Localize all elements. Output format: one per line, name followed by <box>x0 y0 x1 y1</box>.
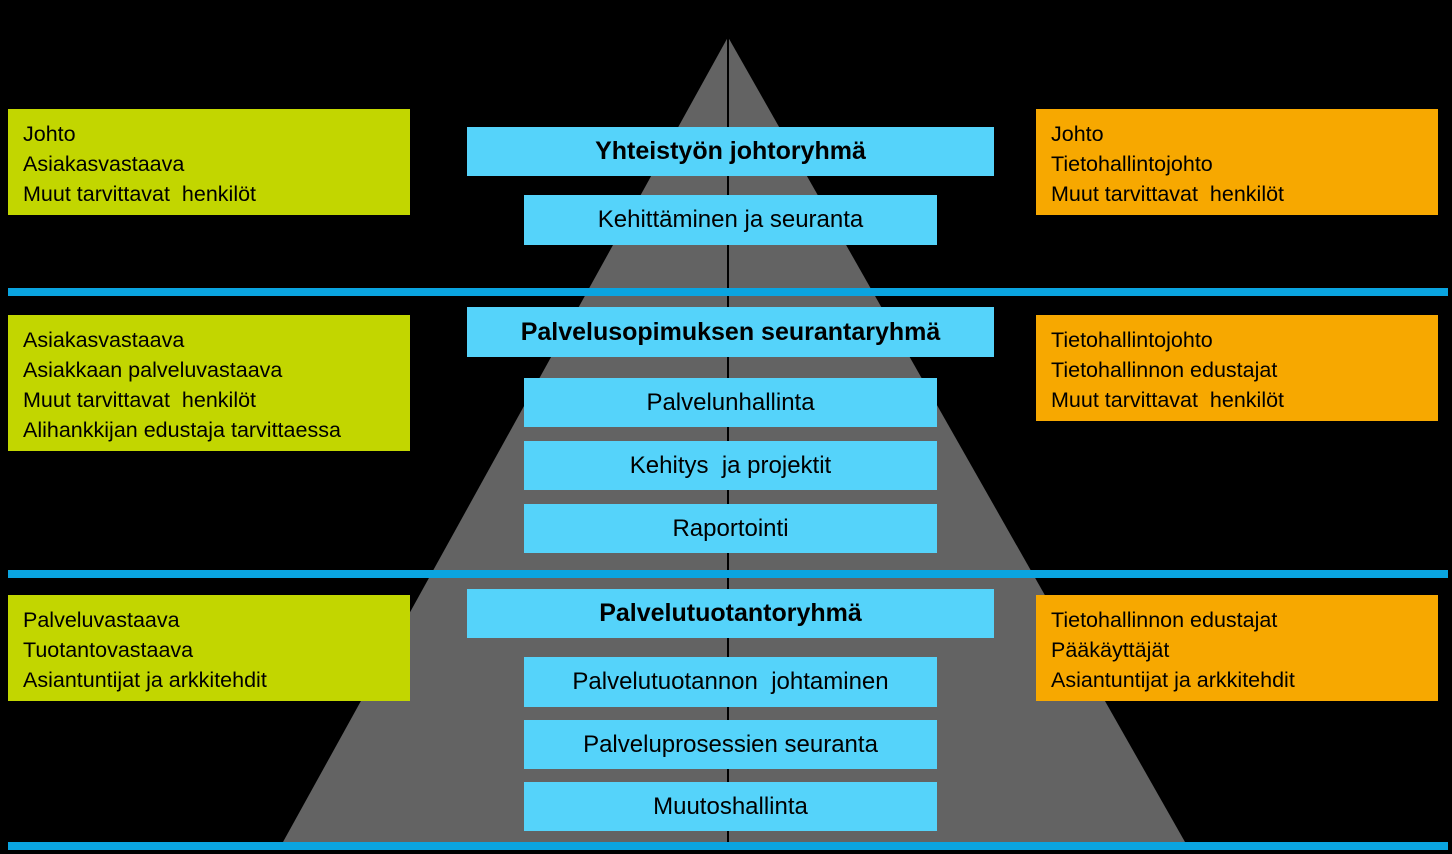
customer-roles-level-2: Asiakasvastaava Asiakkaan palveluvastaav… <box>8 315 410 451</box>
supplier-role: Tietohallinnon edustajat <box>1051 608 1278 632</box>
separator-line-2 <box>8 570 1448 578</box>
supplier-roles-level-1: Johto Tietohallintojohto Muut tarvittava… <box>1036 109 1438 215</box>
customer-role: Muut tarvittavat henkilöt <box>23 388 257 412</box>
customer-roles-level-1: Johto Asiakasvastaava Muut tarvittavat h… <box>8 109 410 215</box>
supplier-role: Tietohallintojohto <box>1051 328 1213 352</box>
activity-box: Palveluprosessien seuranta <box>524 720 937 769</box>
customer-role: Palveluvastaava <box>23 608 180 632</box>
supplier-role: Pääkäyttäjät <box>1051 638 1170 662</box>
pyramid-shape <box>283 37 1185 842</box>
customer-roles-level-3: Palveluvastaava Tuotantovastaava Asiantu… <box>8 595 410 701</box>
customer-role: Asiantuntijat ja arkkitehdit <box>23 668 267 692</box>
separator-line-3 <box>8 842 1448 850</box>
group-title-level-3: Palvelutuotantoryhmä <box>467 589 994 638</box>
supplier-role: Muut tarvittavat henkilöt <box>1051 182 1285 206</box>
supplier-roles-level-3: Tietohallinnon edustajat Pääkäyttäjät As… <box>1036 595 1438 701</box>
supplier-role: Asiantuntijat ja arkkitehdit <box>1051 668 1295 692</box>
activity-box: Palvelunhallinta <box>524 378 937 427</box>
supplier-role: Tietohallintojohto <box>1051 152 1213 176</box>
supplier-role: Johto <box>1051 122 1104 146</box>
supplier-role: Muut tarvittavat henkilöt <box>1051 388 1285 412</box>
group-title-level-2: Palvelusopimuksen seurantaryhmä <box>467 307 994 357</box>
customer-role: Johto <box>23 122 76 146</box>
supplier-roles-level-2: Tietohallintojohto Tietohallinnon edusta… <box>1036 315 1438 421</box>
customer-role: Alihankkijan edustaja tarvittaessa <box>23 418 341 442</box>
customer-role: Muut tarvittavat henkilöt <box>23 182 257 206</box>
separator-line-1 <box>8 288 1448 296</box>
customer-role: Asiakasvastaava <box>23 152 185 176</box>
customer-role: Asiakkaan palveluvastaava <box>23 358 283 382</box>
activity-box: Raportointi <box>524 504 937 553</box>
customer-role: Tuotantovastaava <box>23 638 194 662</box>
activity-box: Kehittäminen ja seuranta <box>524 195 937 245</box>
group-title-level-1: Yhteistyön johtoryhmä <box>467 127 994 176</box>
supplier-role: Tietohallinnon edustajat <box>1051 358 1278 382</box>
activity-box: Muutoshallinta <box>524 782 937 831</box>
activity-box: Palvelutuotannon johtaminen <box>524 657 937 707</box>
activity-box: Kehitys ja projektit <box>524 441 937 490</box>
customer-role: Asiakasvastaava <box>23 328 185 352</box>
